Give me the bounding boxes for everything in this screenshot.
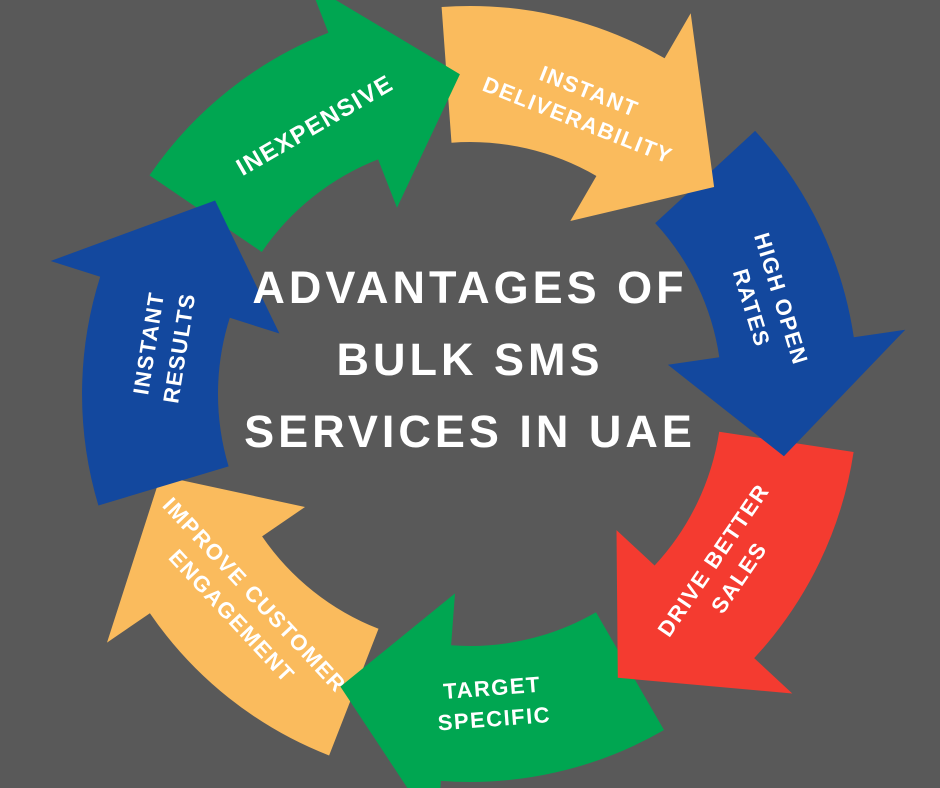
arrow-shape-high-open-rates [655, 130, 906, 457]
arrow-instant-results: INSTANTRESULTS [50, 200, 280, 506]
arrow-shape-drive-better-sales [616, 431, 854, 694]
arrow-instant-deliverability: INSTANTDELIVERABILITY [441, 5, 715, 222]
arrow-shape-target-specific [340, 593, 664, 788]
arrow-drive-better-sales: DRIVE BETTERSALES [616, 431, 854, 694]
arrow-shape-improve-customer-engagement [107, 475, 379, 756]
arrow-shape-instant-results [50, 200, 280, 506]
arrow-shape-inexpensive [149, 0, 460, 252]
arrow-high-open-rates: HIGH OPENRATES [655, 130, 906, 457]
arrow-improve-customer-engagement: IMPROVE CUSTOMERENGAGEMENT [107, 475, 379, 756]
arrow-shape-instant-deliverability [441, 5, 715, 222]
arrow-target-specific: TARGETSPECIFIC [340, 593, 664, 788]
